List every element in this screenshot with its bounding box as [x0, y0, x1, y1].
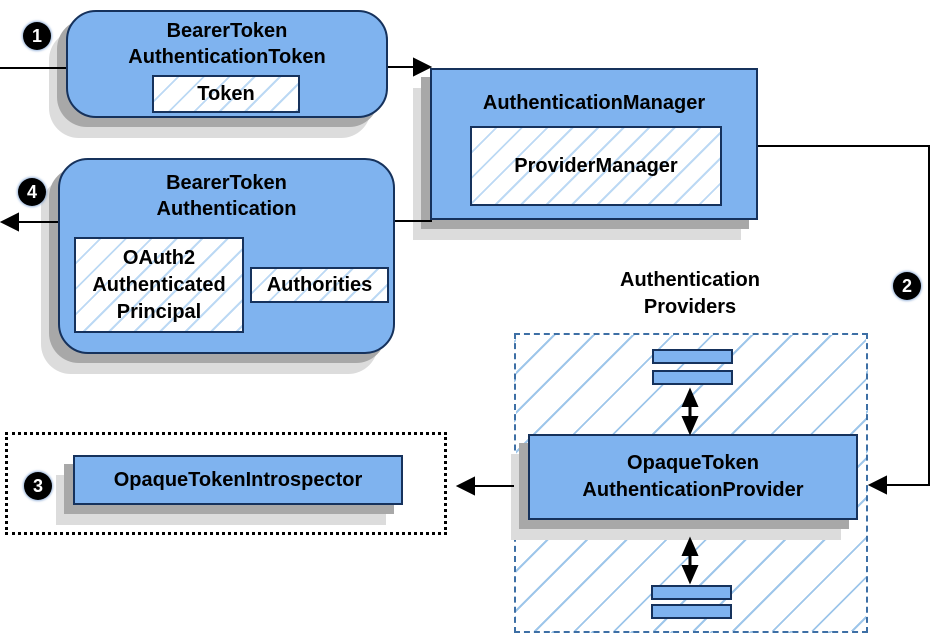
step-3-badge: 3	[24, 472, 52, 500]
opaque-token-introspector-title: OpaqueTokenIntrospector	[113, 469, 363, 491]
bearer-token-authentication-title-line2: Authentication	[156, 198, 297, 220]
step-4-badge: 4	[18, 178, 46, 206]
authentication-providers-label: Authentication Providers	[540, 267, 840, 321]
bearer-token-authentication-title-line1: BearerToken	[166, 172, 287, 194]
node-opaque-token-authentication-provider: OpaqueToken AuthenticationProvider	[528, 434, 858, 520]
provider-list-bar-icon	[652, 370, 733, 385]
node-bearer-token-authentication-token: BearerToken AuthenticationToken Token	[66, 10, 388, 118]
authentication-manager-title: AuthenticationManager	[482, 92, 706, 114]
opaque-token-authentication-provider-title-line2: AuthenticationProvider	[582, 479, 804, 501]
step-2-badge: 2	[893, 272, 921, 300]
authentication-providers-label-line2: Providers	[643, 296, 737, 318]
oauth2-authenticated-principal-box: OAuth2 Authenticated Principal	[74, 237, 244, 333]
node-authentication-manager: AuthenticationManager ProviderManager	[430, 68, 758, 220]
provider-list-bar-icon	[651, 585, 732, 600]
provider-to-introspector-arrowhead-icon	[455, 476, 475, 496]
opaque-token-authentication-provider-title-line1: OpaqueToken	[627, 452, 759, 474]
token-label: Token	[197, 83, 255, 105]
authentication-providers-label-line1: Authentication	[620, 269, 760, 291]
provider-manager-box: ProviderManager	[470, 126, 722, 206]
provider-list-bar-icon	[651, 604, 732, 619]
bearer-token-authentication-token-title-line1: BearerToken	[166, 20, 288, 42]
manager-to-provider-arrowhead-icon	[867, 475, 887, 495]
bearer-token-authentication-token-title-line2: AuthenticationToken	[128, 46, 326, 68]
step-1-number: 1	[31, 25, 42, 46]
step-3-number: 3	[32, 475, 43, 496]
step-1-badge: 1	[23, 22, 51, 50]
oauth2-authenticated-principal-line1: OAuth2	[122, 246, 196, 269]
step-2-number: 2	[901, 275, 912, 296]
authorities-label: Authorities	[266, 274, 373, 296]
step-4-number: 4	[26, 181, 37, 202]
oauth2-authenticated-principal-line3: Principal	[116, 300, 202, 323]
node-opaque-token-introspector: OpaqueTokenIntrospector	[73, 455, 403, 505]
node-bearer-token-authentication: BearerToken Authentication OAuth2 Authen…	[58, 158, 395, 354]
token-box: Token	[152, 75, 300, 113]
provider-manager-label: ProviderManager	[514, 155, 678, 177]
token-to-manager-arrowhead-icon	[413, 57, 433, 77]
provider-list-bar-icon	[652, 349, 733, 364]
authentication-result-arrowhead-icon	[0, 212, 19, 232]
oauth2-authenticated-principal-line2: Authenticated	[92, 273, 226, 296]
authorities-box: Authorities	[250, 267, 389, 303]
